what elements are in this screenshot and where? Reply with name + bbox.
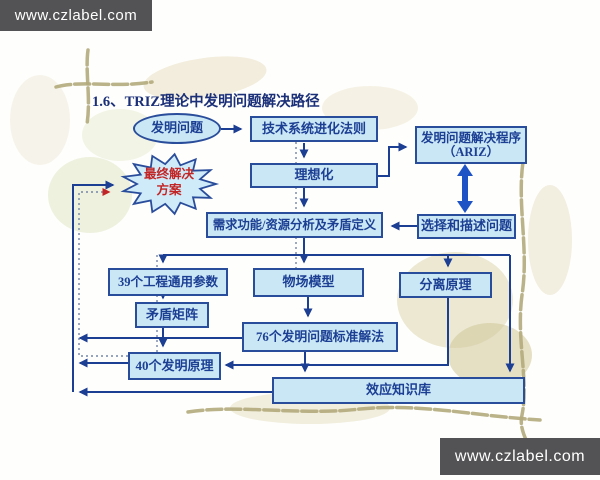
page-title: 1.6、TRIZ理论中发明问题解决路径 [92, 94, 320, 110]
thick-arrow-up-head [457, 164, 473, 176]
node-tech-evolution: 技术系统进化法则 [250, 116, 378, 142]
node-label: 技术系统进化法则 [261, 120, 366, 136]
node-idealization: 理想化 [250, 163, 378, 188]
node-label: （ARIZ） [442, 145, 500, 159]
leaf-decoration [143, 56, 267, 100]
node-39-parameters: 39个工程通用参数 [108, 268, 228, 296]
node-label: 方案 [156, 183, 182, 197]
node-label: 最终解决 [143, 167, 194, 182]
node-invention-problem: 发明问题 [133, 113, 221, 144]
leaf-decoration [528, 185, 572, 295]
node-40-inventive-principles: 40个发明原理 [128, 352, 221, 380]
node-requirements-analysis: 需求功能/资源分析及矛盾定义 [206, 212, 383, 238]
bamboo-decoration [518, 160, 534, 454]
node-select-describe-problem: 选择和描述问题 [417, 214, 516, 239]
node-label: 需求功能/资源分析及矛盾定义 [212, 217, 377, 232]
node-label: 发明问题解决程序 [420, 130, 521, 145]
node-ariz: 发明问题解决程序 （ARIZ） [415, 126, 527, 164]
dotted-feedback-to-final-solution [78, 188, 128, 357]
node-label: 效应知识库 [365, 382, 431, 398]
watermark-top: www.czlabel.com [0, 0, 152, 31]
starburst-shape [120, 152, 220, 216]
node-separation-principles: 分离原理 [399, 272, 492, 298]
node-final-solution: 最终解决 方案 [118, 150, 220, 216]
node-contradiction-matrix: 矛盾矩阵 [135, 302, 209, 328]
node-label: 39个工程通用参数 [117, 274, 218, 289]
watermark-top-text: www.czlabel.com [14, 7, 138, 24]
node-label: 理想化 [294, 167, 334, 183]
watermark-bottom-text: www.czlabel.com [454, 447, 586, 465]
final-solution-label: 最终解决 方案 [118, 150, 220, 216]
leaf-decoration [10, 75, 70, 165]
edge-separation-to-principles40 [224, 298, 449, 370]
thick-arrow-down-head [457, 201, 473, 213]
node-label: 分离原理 [419, 276, 472, 292]
bamboo-decoration [186, 405, 542, 422]
node-label: 76个发明问题标准解法 [256, 329, 384, 344]
node-effects-knowledge-base: 效应知识库 [272, 377, 525, 404]
watermark-bottom: www.czlabel.com [440, 438, 600, 475]
node-label: 选择和描述问题 [420, 218, 512, 234]
node-label: 发明问题 [150, 120, 203, 136]
node-76-standard-solutions: 76个发明问题标准解法 [242, 322, 398, 352]
edge-idealization-to-ariz [378, 142, 408, 177]
bus-to-final-solution [72, 180, 115, 392]
leaf-decoration [48, 157, 132, 233]
node-su-field-model: 物场模型 [253, 268, 364, 297]
node-label: 物场模型 [282, 274, 335, 290]
node-label: 40个发明原理 [135, 357, 214, 373]
node-label: 矛盾矩阵 [145, 306, 198, 322]
bamboo-decoration [54, 80, 154, 89]
